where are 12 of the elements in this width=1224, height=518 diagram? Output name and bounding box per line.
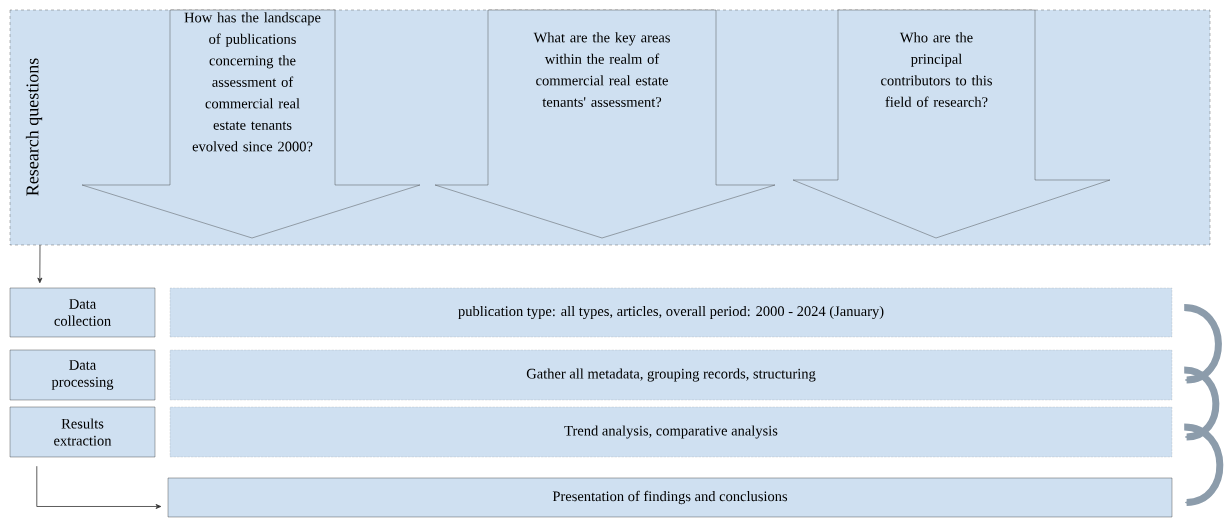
arrow [37, 244, 43, 284]
arrow [36, 465, 162, 509]
stage-description-box: Gather all metadata, grouping records, structuring [169, 349, 1173, 401]
stage-description-box: Trend analysis, comparative analysis [169, 406, 1173, 458]
stage-description-box: publication type: all types, articles, overall period: 2000 - 2024 (January) [169, 287, 1173, 338]
stage-box: Results extraction [9, 406, 156, 458]
arrow [1183, 366, 1220, 441]
arrow [1183, 423, 1224, 506]
result-box: Presentation of findings and conclusions [167, 477, 1173, 518]
stage-box: Data processing [9, 349, 156, 401]
arrow [1183, 304, 1222, 384]
stage-box: Data collection [9, 287, 156, 338]
